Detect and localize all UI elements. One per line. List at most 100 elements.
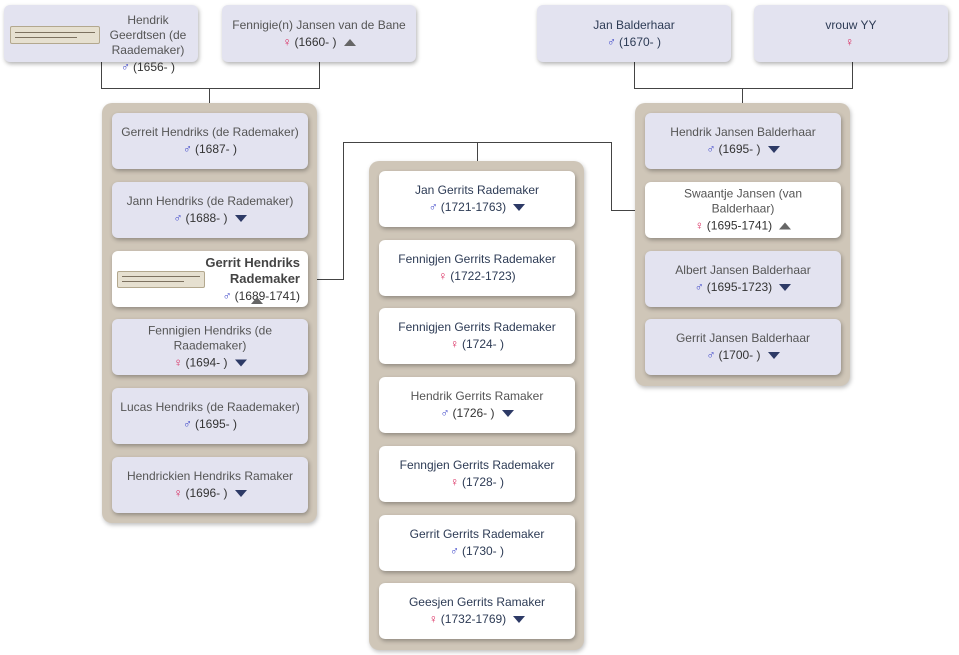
- person-years: (1687- ): [194, 142, 238, 156]
- male-icon: ♂: [182, 417, 192, 431]
- connector-line: [634, 62, 635, 89]
- person-card-child[interactable]: Hendrik Gerrits Ramaker ♂(1726- ): [379, 377, 575, 433]
- person-card-sibling[interactable]: Hendrickien Hendriks Ramaker ♀(1696- ): [112, 457, 308, 513]
- person-years: (1724- ): [461, 337, 505, 351]
- person-card-spouse-mother[interactable]: vrouw YY ♀: [754, 5, 948, 62]
- siblings-panel: [102, 103, 317, 523]
- expand-icon[interactable]: [234, 490, 247, 498]
- person-name: Fenngjen Gerrits Rademaker: [399, 458, 555, 472]
- person-card-child[interactable]: Fenngjen Gerrits Rademaker ♀(1728- ): [379, 446, 575, 502]
- expand-icon[interactable]: [767, 352, 780, 360]
- person-name: Fennigien Hendriks (de Raademaker): [147, 323, 273, 353]
- person-years: (1670- ): [618, 34, 662, 49]
- person-card-sibling[interactable]: Lucas Hendriks (de Raademaker) ♂(1695- ): [112, 388, 308, 444]
- person-name: Albert Jansen Balderhaar: [675, 263, 811, 277]
- person-card-spouse-sibling[interactable]: Gerrit Jansen Balderhaar ♂(1700- ): [645, 319, 841, 375]
- connector-line: [477, 142, 478, 162]
- collapse-icon[interactable]: [251, 297, 263, 304]
- person-card-spouse[interactable]: Swaantje Jansen (van Balderhaar) ♀(1695-…: [645, 182, 841, 238]
- person-name: Jan Gerrits Rademaker: [414, 183, 540, 197]
- connector-line: [634, 88, 853, 89]
- male-icon: ♂: [449, 544, 459, 558]
- person-name: Gerrit Gerrits Rademaker: [409, 527, 545, 541]
- person-card-focus[interactable]: Gerrit Hendriks Rademaker ♂(1689-1741): [112, 251, 308, 307]
- female-icon: ♀: [694, 218, 704, 233]
- person-name: Hendrik Jansen Balderhaar: [670, 125, 816, 139]
- connector-line: [101, 62, 102, 89]
- person-name: Gerreit Hendriks (de Rademaker): [121, 125, 299, 139]
- person-card-father[interactable]: Hendrik Geerdtsen (de Raademaker) ♂(1656…: [4, 5, 198, 74]
- expand-icon[interactable]: [501, 410, 514, 418]
- collapse-icon[interactable]: [779, 222, 792, 230]
- person-card-spouse-father[interactable]: Jan Balderhaar ♂(1670- ): [537, 5, 731, 62]
- person-years: (1695-1723): [706, 280, 773, 294]
- person-years: (1695- ): [194, 417, 238, 431]
- person-name: Hendrik Geerdtsen (de Raademaker): [109, 13, 187, 57]
- person-card-mother[interactable]: Fennigie(n) Jansen van de Bane ♀(1660- ): [222, 5, 416, 62]
- expand-icon[interactable]: [513, 204, 526, 212]
- connector-line: [742, 88, 743, 104]
- female-icon: ♀: [173, 355, 183, 370]
- male-icon: ♂: [173, 211, 183, 225]
- collapse-icon[interactable]: [343, 38, 356, 46]
- person-card-child[interactable]: Jan Gerrits Rademaker ♂(1721-1763): [379, 171, 575, 227]
- person-card-child[interactable]: Gerrit Gerrits Rademaker ♂(1730- ): [379, 515, 575, 571]
- person-years: (1700- ): [718, 348, 761, 362]
- person-years: (1694- ): [185, 355, 228, 370]
- person-card-child[interactable]: Fennigjen Gerrits Rademaker ♀(1724- ): [379, 308, 575, 364]
- expand-icon[interactable]: [767, 146, 780, 154]
- person-years: (1696- ): [185, 486, 228, 500]
- expand-icon[interactable]: [779, 284, 792, 292]
- connector-line: [209, 88, 210, 104]
- male-icon: ♂: [606, 34, 616, 49]
- person-card-sibling[interactable]: Gerreit Hendriks (de Rademaker) ♂(1687- …: [112, 113, 308, 169]
- person-years: (1732-1769): [440, 612, 507, 626]
- person-name: Hendrickien Hendriks Ramaker: [126, 469, 294, 483]
- person-years: (1721-1763): [440, 200, 507, 214]
- person-years: (1722-1723): [450, 269, 516, 283]
- person-years: (1689-1741): [234, 289, 300, 303]
- expand-icon[interactable]: [513, 616, 526, 624]
- person-name: Gerrit Jansen Balderhaar: [675, 331, 811, 345]
- document-thumbnail[interactable]: [10, 26, 100, 44]
- person-card-sibling[interactable]: Fennigien Hendriks (de Raademaker) ♀(169…: [112, 319, 308, 375]
- person-name: vrouw YY: [825, 17, 877, 32]
- person-card-spouse-sibling[interactable]: Albert Jansen Balderhaar ♂(1695-1723): [645, 251, 841, 307]
- person-years: (1726- ): [452, 406, 495, 420]
- person-years: (1730- ): [461, 544, 505, 558]
- expand-icon[interactable]: [234, 215, 247, 223]
- person-name: Hendrik Gerrits Ramaker: [410, 389, 544, 403]
- female-icon: ♀: [845, 34, 854, 49]
- person-years: (1660- ): [294, 34, 337, 49]
- person-card-child[interactable]: Geesjen Gerrits Ramaker ♀(1732-1769): [379, 583, 575, 639]
- person-years: (1656- ): [132, 60, 176, 74]
- person-card-spouse-sibling[interactable]: Hendrik Jansen Balderhaar ♂(1695- ): [645, 113, 841, 169]
- male-icon: ♂: [706, 348, 716, 362]
- connector-line: [611, 210, 646, 211]
- document-thumbnail[interactable]: [117, 271, 205, 288]
- connector-line: [611, 142, 612, 211]
- male-icon: ♂: [120, 60, 130, 74]
- person-name: Fennigie(n) Jansen van de Bane: [232, 17, 406, 32]
- expand-icon[interactable]: [234, 359, 247, 367]
- male-icon: ♂: [440, 406, 450, 420]
- connector-line: [101, 88, 320, 89]
- person-name: Fennigjen Gerrits Rademaker: [398, 320, 556, 334]
- male-icon: ♂: [222, 289, 232, 303]
- person-name: Jan Balderhaar: [593, 17, 675, 32]
- connector-line: [309, 279, 344, 280]
- person-name: Geesjen Gerrits Ramaker: [408, 595, 546, 609]
- person-years: (1728- ): [461, 475, 505, 489]
- male-icon: ♂: [706, 142, 716, 156]
- person-years: (1688- ): [185, 211, 228, 225]
- person-name: Swaantje Jansen (van Balderhaar): [683, 186, 803, 216]
- connector-line: [852, 62, 853, 89]
- person-name: Gerrit Hendriks Rademaker: [205, 255, 300, 286]
- person-years: (1695-1741): [706, 218, 773, 233]
- person-card-child[interactable]: Fennigjen Gerrits Rademaker ♀(1722-1723): [379, 240, 575, 296]
- male-icon: ♂: [182, 142, 192, 156]
- person-name: Jann Hendriks (de Rademaker): [126, 194, 294, 208]
- connector-line: [343, 142, 344, 280]
- person-card-sibling[interactable]: Jann Hendriks (de Rademaker) ♂(1688- ): [112, 182, 308, 238]
